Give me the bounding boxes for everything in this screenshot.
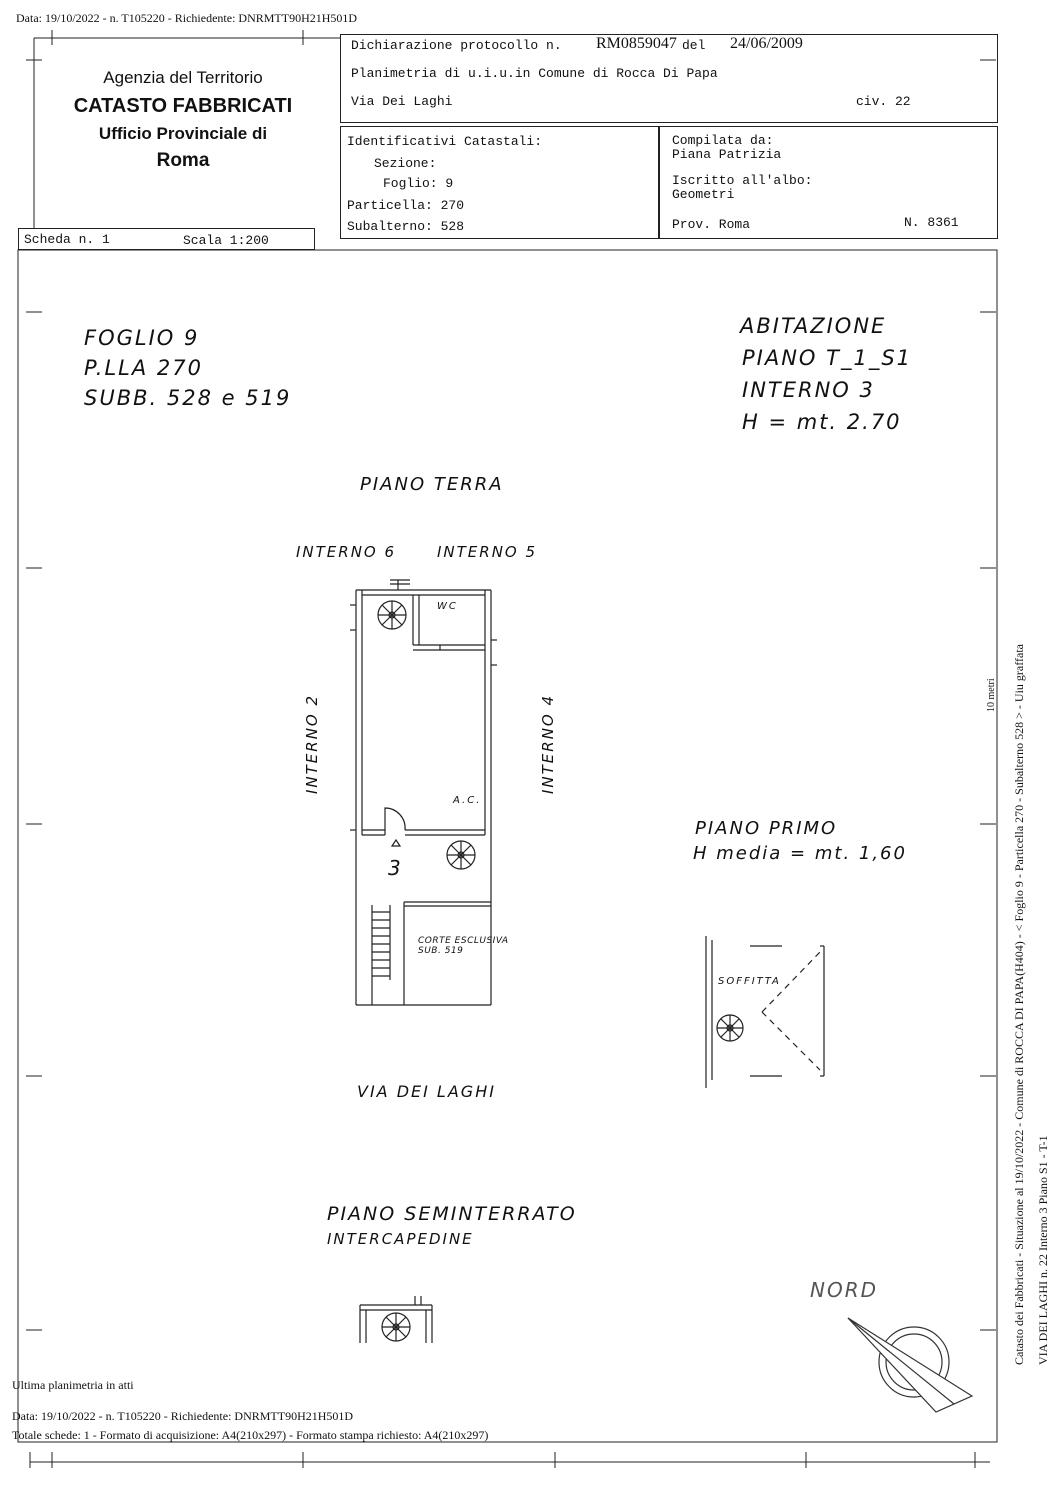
label-intercapedine: INTERCAPEDINE: [327, 1230, 474, 1248]
subalterno: Subalterno: 528: [347, 219, 465, 234]
compiler-name: Piana Patrizia: [672, 147, 782, 162]
label-nord: NORD: [810, 1278, 878, 1302]
plan-line: Planimetria di u.i.u.in Comune di Rocca …: [351, 66, 718, 81]
note-subalterni: SUBB. 528 e 519: [84, 386, 292, 410]
agency-line1: Agenzia del Territorio: [103, 68, 263, 87]
note-foglio: FOGLIO 9: [84, 326, 200, 350]
protocol-label: Dichiarazione protocollo n.: [351, 38, 562, 53]
protocol-box: [340, 34, 998, 123]
label-ac: A.C.: [453, 795, 482, 806]
label-via-dei-laghi: VIA DEI LAGHI: [357, 1082, 496, 1101]
footer-data: Data: 19/10/2022 - n. T105220 - Richiede…: [12, 1409, 354, 1423]
label-wc: WC: [437, 601, 458, 612]
label-interno-5: INTERNO 5: [437, 543, 538, 561]
agency-line4: Roma: [156, 150, 210, 171]
albo: Geometri: [672, 187, 735, 202]
protocol-del: del: [682, 38, 706, 53]
label-corte: CORTE ESCLUSIVA: [418, 936, 509, 946]
identifiers-title: Identificativi Catastali:: [347, 134, 543, 149]
side-address-text: VIA DEI LAGHI n. 22 Interno 3 Piano S1 -…: [1036, 1135, 1050, 1365]
footer-ultima: Ultima planimetria in atti: [12, 1378, 134, 1392]
note-abitazione: ABITAZIONE: [740, 314, 887, 338]
ground-floor-plan: [350, 579, 497, 1006]
print-header: Data: 19/10/2022 - n. T105220 - Richiede…: [16, 11, 358, 25]
scheda-number: Scheda n. 1: [24, 232, 110, 247]
note-particella: P.LLA 270: [84, 356, 203, 380]
side-situazione-text: Catasto dei Fabbricati - Situazione al 1…: [1012, 643, 1026, 1365]
label-corte-sub: SUB. 519: [418, 946, 464, 956]
side-scale-text: 10 metri: [986, 678, 997, 712]
footer-totale: Totale schede: 1 - Formato di acquisizio…: [12, 1428, 489, 1442]
identifiers-box: [340, 126, 659, 239]
street: Via Dei Laghi: [351, 94, 453, 109]
scala: Scala 1:200: [183, 233, 269, 248]
compilata-label: Compilata da:: [672, 133, 774, 148]
label-unit-number: 3: [388, 856, 403, 880]
label-piano-terra: PIANO TERRA: [360, 474, 504, 495]
note-interno: INTERNO 3: [742, 378, 875, 402]
scheda-box: [18, 228, 315, 250]
first-floor-plan: [705, 936, 825, 1088]
compiler-box: [659, 126, 998, 239]
note-piani: PIANO T_1_S1: [742, 346, 913, 370]
protocol-date: 24/06/2009: [730, 35, 803, 52]
north-arrow-icon: [847, 1317, 974, 1413]
particella: Particella: 270: [347, 198, 465, 213]
albo-number: N. 8361: [904, 215, 959, 230]
agency-line3: Ufficio Provinciale di: [98, 124, 268, 143]
prov: Prov. Roma: [672, 217, 751, 232]
foglio: Foglio: 9: [383, 176, 454, 191]
iscritto-label: Iscritto all'albo:: [672, 173, 813, 188]
note-altezza: H = mt. 2.70: [742, 410, 902, 434]
label-soffitta: SOFFITTA: [718, 976, 781, 987]
label-interno-6: INTERNO 6: [296, 543, 397, 561]
protocol-number: RM0859047: [596, 35, 677, 52]
agency-line2: CATASTO FABBRICATI: [73, 95, 293, 117]
label-piano-primo: PIANO PRIMO: [695, 818, 838, 839]
basement-plan: [359, 1296, 433, 1343]
sezione: Sezione:: [374, 156, 437, 171]
label-piano-seminterrato: PIANO SEMINTERRATO: [327, 1203, 577, 1225]
civ-number: civ. 22: [856, 94, 911, 109]
label-h-media: H media = mt. 1,60: [693, 843, 907, 864]
